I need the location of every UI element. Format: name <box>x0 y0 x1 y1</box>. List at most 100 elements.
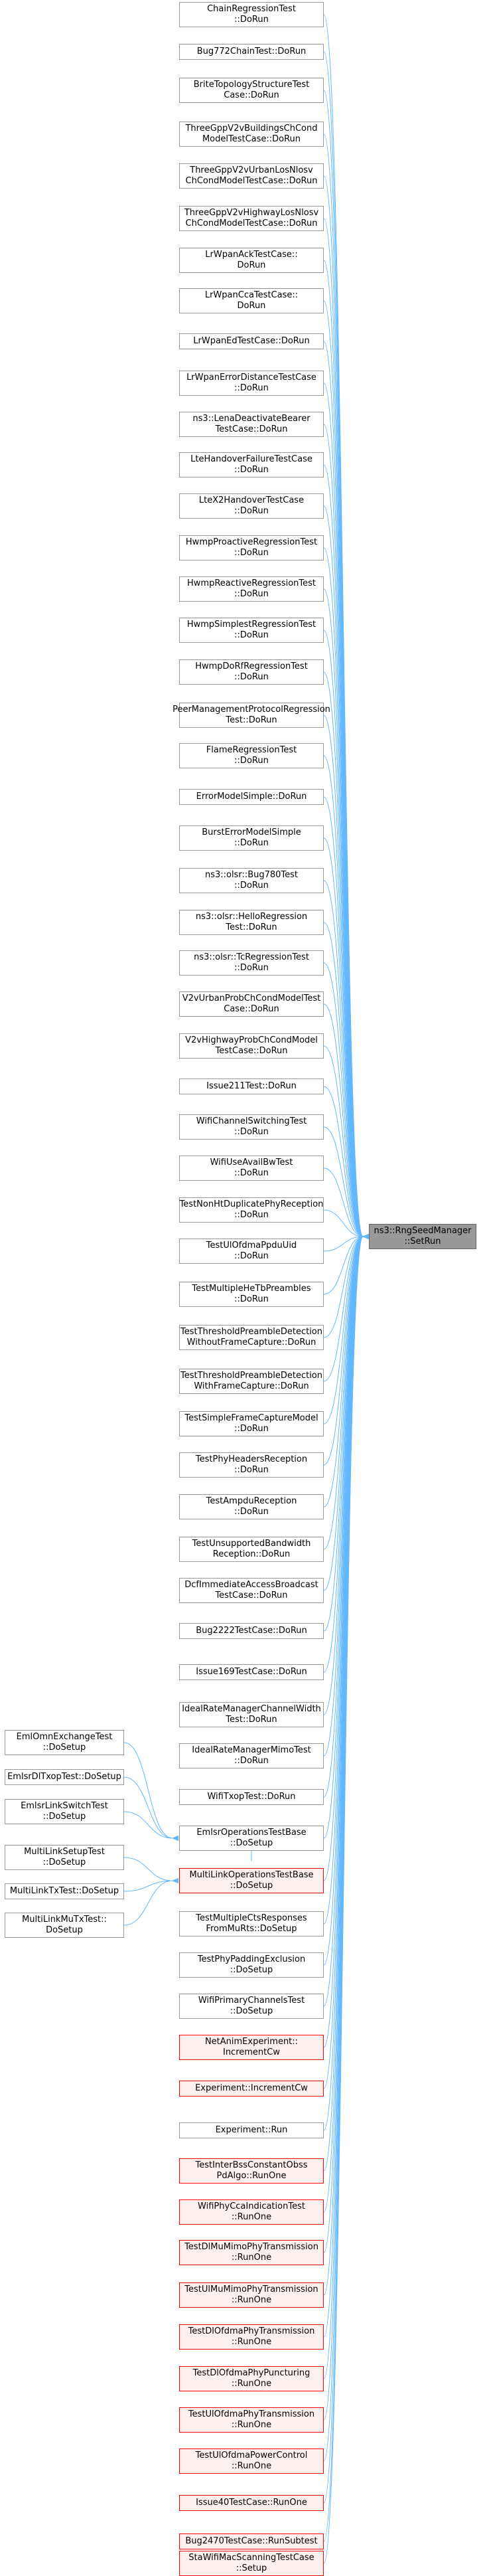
edge-n62-to-target <box>323 1234 369 2564</box>
node-s2[interactable]: EmlsrLinkSwitchTest ::DoSetup <box>5 1799 124 1824</box>
node-n21[interactable]: ns3::olsr::Bug780Test ::DoRun <box>179 868 324 893</box>
node-n44[interactable]: EmlsrOperationsTestBase ::DoSetup <box>179 1826 324 1851</box>
edge-s5-to-n45 <box>123 1878 178 1926</box>
node-n32[interactable]: TestThresholdPreambleDetection WithoutFr… <box>179 1325 324 1350</box>
node-n9[interactable]: LrWpanErrorDistanceTestCase ::DoRun <box>179 371 324 396</box>
node-n42[interactable]: IdealRateManagerMimoTest ::DoRun <box>179 1743 324 1768</box>
edge-s2-to-n44 <box>123 1811 178 1841</box>
node-n51[interactable]: Experiment::Run <box>179 2122 324 2138</box>
node-n15[interactable]: HwmpSimplestRegressionTest ::DoRun <box>179 618 324 643</box>
node-n31[interactable]: TestMultipleHeTbPreambles ::DoRun <box>179 1282 324 1307</box>
edge-n36-to-target <box>323 1234 369 1507</box>
node-n58[interactable]: TestUlOfdmaPhyTransmission ::RunOne <box>179 2407 324 2433</box>
node-n30[interactable]: TestUlOfdmaPpduUid ::DoRun <box>179 1239 324 1264</box>
node-n29[interactable]: TestNonHtDuplicatePhyReception ::DoRun <box>179 1197 324 1223</box>
edge-n23-to-target <box>323 962 369 1239</box>
target-node-rngseedmanager-setrun[interactable]: ns3::RngSeedManager ::SetRun <box>369 1224 476 1249</box>
node-n39[interactable]: Bug2222TestCase::DoRun <box>179 1623 324 1639</box>
node-n12[interactable]: LteX2HandoverTestCase ::DoRun <box>179 493 324 519</box>
edge-s0-to-n44 <box>123 1742 178 1841</box>
node-n16[interactable]: HwmpDoRfRegressionTest ::DoRun <box>179 659 324 685</box>
edge-n22-to-target <box>323 922 369 1239</box>
edge-s1-to-n44 <box>123 1776 178 1841</box>
edge-n26-to-target <box>323 1086 369 1239</box>
node-n4[interactable]: ThreeGppV2vUrbanLosNlosv ChCondModelTest… <box>179 163 324 189</box>
node-n28[interactable]: WifiUseAvailBwTest ::DoRun <box>179 1156 324 1181</box>
node-n13[interactable]: HwmpProactiveRegressionTest ::DoRun <box>179 535 324 560</box>
node-n41[interactable]: IdealRateManagerChannelWidth Test::DoRun <box>179 1702 324 1727</box>
node-n34[interactable]: TestSimpleFrameCaptureModel ::DoRun <box>179 1411 324 1436</box>
node-n6[interactable]: LrWpanAckTestCase:: DoRun <box>179 248 324 273</box>
edge-s3-to-n45 <box>123 1857 178 1883</box>
node-n40[interactable]: Issue169TestCase::DoRun <box>179 1664 324 1680</box>
node-n3[interactable]: ThreeGppV2vBuildingsChCond ModelTestCase… <box>179 122 324 147</box>
node-n35[interactable]: TestPhyHeadersReception ::DoRun <box>179 1452 324 1478</box>
node-s5[interactable]: MultiLinkMuTxTest:: DoSetup <box>5 1913 124 1938</box>
edge-n38-to-target <box>323 1234 369 1591</box>
node-s4[interactable]: MultiLinkTxTest::DoSetup <box>5 1883 124 1899</box>
edge-n21-to-target <box>323 880 369 1239</box>
node-n54[interactable]: TestDlMuMimoPhyTransmission ::RunOne <box>179 2240 324 2265</box>
node-n11[interactable]: LteHandoverFailureTestCase ::DoRun <box>179 452 324 477</box>
node-n0[interactable]: ChainRegressionTest ::DoRun <box>179 2 324 27</box>
node-n23[interactable]: ns3::olsr::TcRegressionTest ::DoRun <box>179 950 324 976</box>
node-n48[interactable]: WifiPrimaryChannelsTest ::DoSetup <box>179 1994 324 2019</box>
edge-n27-to-target <box>323 1126 369 1239</box>
node-n27[interactable]: WifiChannelSwitchingTest ::DoRun <box>179 1114 324 1140</box>
node-n60[interactable]: Issue40TestCase::RunOne <box>179 2495 324 2511</box>
node-n38[interactable]: DcfImmediateAccessBroadcast TestCase::Do… <box>179 1578 324 1603</box>
node-n43[interactable]: WifiTxopTest::DoRun <box>179 1789 324 1805</box>
edge-n28-to-target <box>323 1167 369 1239</box>
node-n61[interactable]: Bug2470TestCase::RunSubtest <box>179 2533 324 2549</box>
node-n25[interactable]: V2vHighwayProbChCondModel TestCase::DoRu… <box>179 1033 324 1059</box>
node-n37[interactable]: TestUnsupportedBandwidth Reception::DoRu… <box>179 1537 324 1562</box>
node-n1[interactable]: Bug772ChainTest::DoRun <box>179 44 324 60</box>
edge-n40-to-target <box>323 1234 369 1673</box>
edge-n39-to-target <box>323 1234 369 1632</box>
edge-n41-to-target <box>323 1234 369 1715</box>
edge-n37-to-target <box>323 1234 369 1550</box>
edge-n33-to-target <box>323 1234 369 1382</box>
node-n19[interactable]: ErrorModelSimple::DoRun <box>179 789 324 805</box>
node-n46[interactable]: TestMultipleCtsResponses FromMuRts::DoSe… <box>179 1911 324 1936</box>
node-n8[interactable]: LrWpanEdTestCase::DoRun <box>179 333 324 349</box>
edge-n35-to-target <box>323 1234 369 1466</box>
node-n20[interactable]: BurstErrorModelSimple ::DoRun <box>179 825 324 851</box>
node-n7[interactable]: LrWpanCcaTestCase:: DoRun <box>179 288 324 313</box>
node-n62[interactable]: StaWifiMacScanningTestCase ::Setup <box>179 2551 324 2576</box>
node-n53[interactable]: WifiPhyCcaIndicationTest ::RunOne <box>179 2199 324 2225</box>
node-n55[interactable]: TestUlMuMimoPhyTransmission ::RunOne <box>179 2282 324 2308</box>
node-n36[interactable]: TestAmpduReception ::DoRun <box>179 1494 324 1519</box>
node-n47[interactable]: TestPhyPaddingExclusion ::DoSetup <box>179 1952 324 1978</box>
edge-n20-to-target <box>323 837 369 1239</box>
edge-n34-to-target <box>323 1234 369 1424</box>
node-n5[interactable]: ThreeGppV2vHighwayLosNlosv ChCondModelTe… <box>179 206 324 231</box>
node-n22[interactable]: ns3::olsr::HelloRegression Test::DoRun <box>179 910 324 935</box>
node-n2[interactable]: BriteTopologyStructureTest Case::DoRun <box>179 78 324 103</box>
node-n52[interactable]: TestInterBssConstantObss PdAlgo::RunOne <box>179 2158 324 2184</box>
node-n24[interactable]: V2vUrbanProbChCondModelTest Case::DoRun <box>179 991 324 1017</box>
node-n49[interactable]: NetAnimExperiment:: IncrementCw <box>179 2035 324 2060</box>
edge-s4-to-n45 <box>123 1878 178 1892</box>
edge-n30-to-target <box>323 1234 369 1252</box>
node-n17[interactable]: PeerManagementProtocolRegression Test::D… <box>173 703 330 728</box>
node-n50[interactable]: Experiment::IncrementCw <box>179 2081 324 2097</box>
node-s3[interactable]: MultiLinkSetupTest ::DoSetup <box>5 1845 124 1870</box>
node-n14[interactable]: HwmpReactiveRegressionTest ::DoRun <box>179 576 324 602</box>
node-n26[interactable]: Issue211Test::DoRun <box>179 1078 324 1094</box>
node-n45[interactable]: MultiLinkOperationsTestBase ::DoSetup <box>179 1868 324 1893</box>
node-s0[interactable]: EmlOmnExchangeTest ::DoSetup <box>5 1730 124 1755</box>
node-n33[interactable]: TestThresholdPreambleDetection WithFrame… <box>179 1369 324 1394</box>
node-n57[interactable]: TestDlOfdmaPhyPuncturing ::RunOne <box>179 2366 324 2391</box>
node-n10[interactable]: ns3::LenaDeactivateBearer TestCase::DoRu… <box>179 412 324 437</box>
node-s1[interactable]: EmlsrDlTxopTest::DoSetup <box>5 1769 124 1785</box>
edge-n32-to-target <box>323 1234 369 1338</box>
edge-n29-to-target <box>323 1209 369 1239</box>
node-n59[interactable]: TestUlOfdmaPowerControl ::RunOne <box>179 2448 324 2474</box>
edge-n31-to-target <box>323 1234 369 1295</box>
node-n18[interactable]: FlameRegressionTest ::DoRun <box>179 743 324 768</box>
edge-n25-to-target <box>323 1045 369 1239</box>
node-n56[interactable]: TestDlOfdmaPhyTransmission ::RunOne <box>179 2324 324 2350</box>
